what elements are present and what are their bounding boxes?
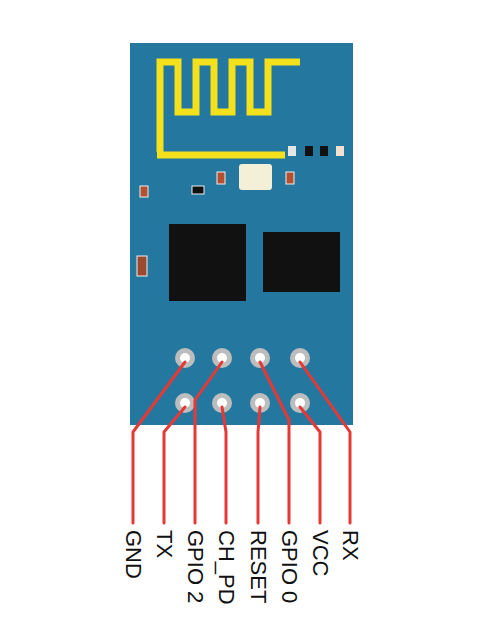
smd-part xyxy=(305,146,313,156)
smd-part xyxy=(336,146,344,156)
resistor-symbol xyxy=(140,186,148,197)
smd-part xyxy=(288,146,296,156)
chip xyxy=(169,224,246,301)
pin-label: RESET xyxy=(246,530,270,603)
pin-label: GPIO 2 xyxy=(183,530,207,603)
chip xyxy=(263,232,340,292)
pcb-board xyxy=(130,43,353,425)
pin-label: GPIO 0 xyxy=(277,530,301,603)
resistor-symbol xyxy=(286,172,294,184)
smd-part xyxy=(192,186,204,194)
pin-label: TX xyxy=(152,530,176,558)
leader-wires xyxy=(133,362,350,523)
pin-label: GND xyxy=(121,530,145,579)
crystal-part xyxy=(239,164,272,190)
smd-part xyxy=(320,146,328,156)
antenna-trace xyxy=(160,62,300,152)
pin-label: VCC xyxy=(308,530,332,576)
antenna-trace xyxy=(157,152,285,159)
resistor-symbol xyxy=(217,172,225,184)
resistor-symbol xyxy=(137,256,147,276)
pin-label: CH_PD xyxy=(214,530,238,605)
pin-label: RX xyxy=(338,530,362,561)
